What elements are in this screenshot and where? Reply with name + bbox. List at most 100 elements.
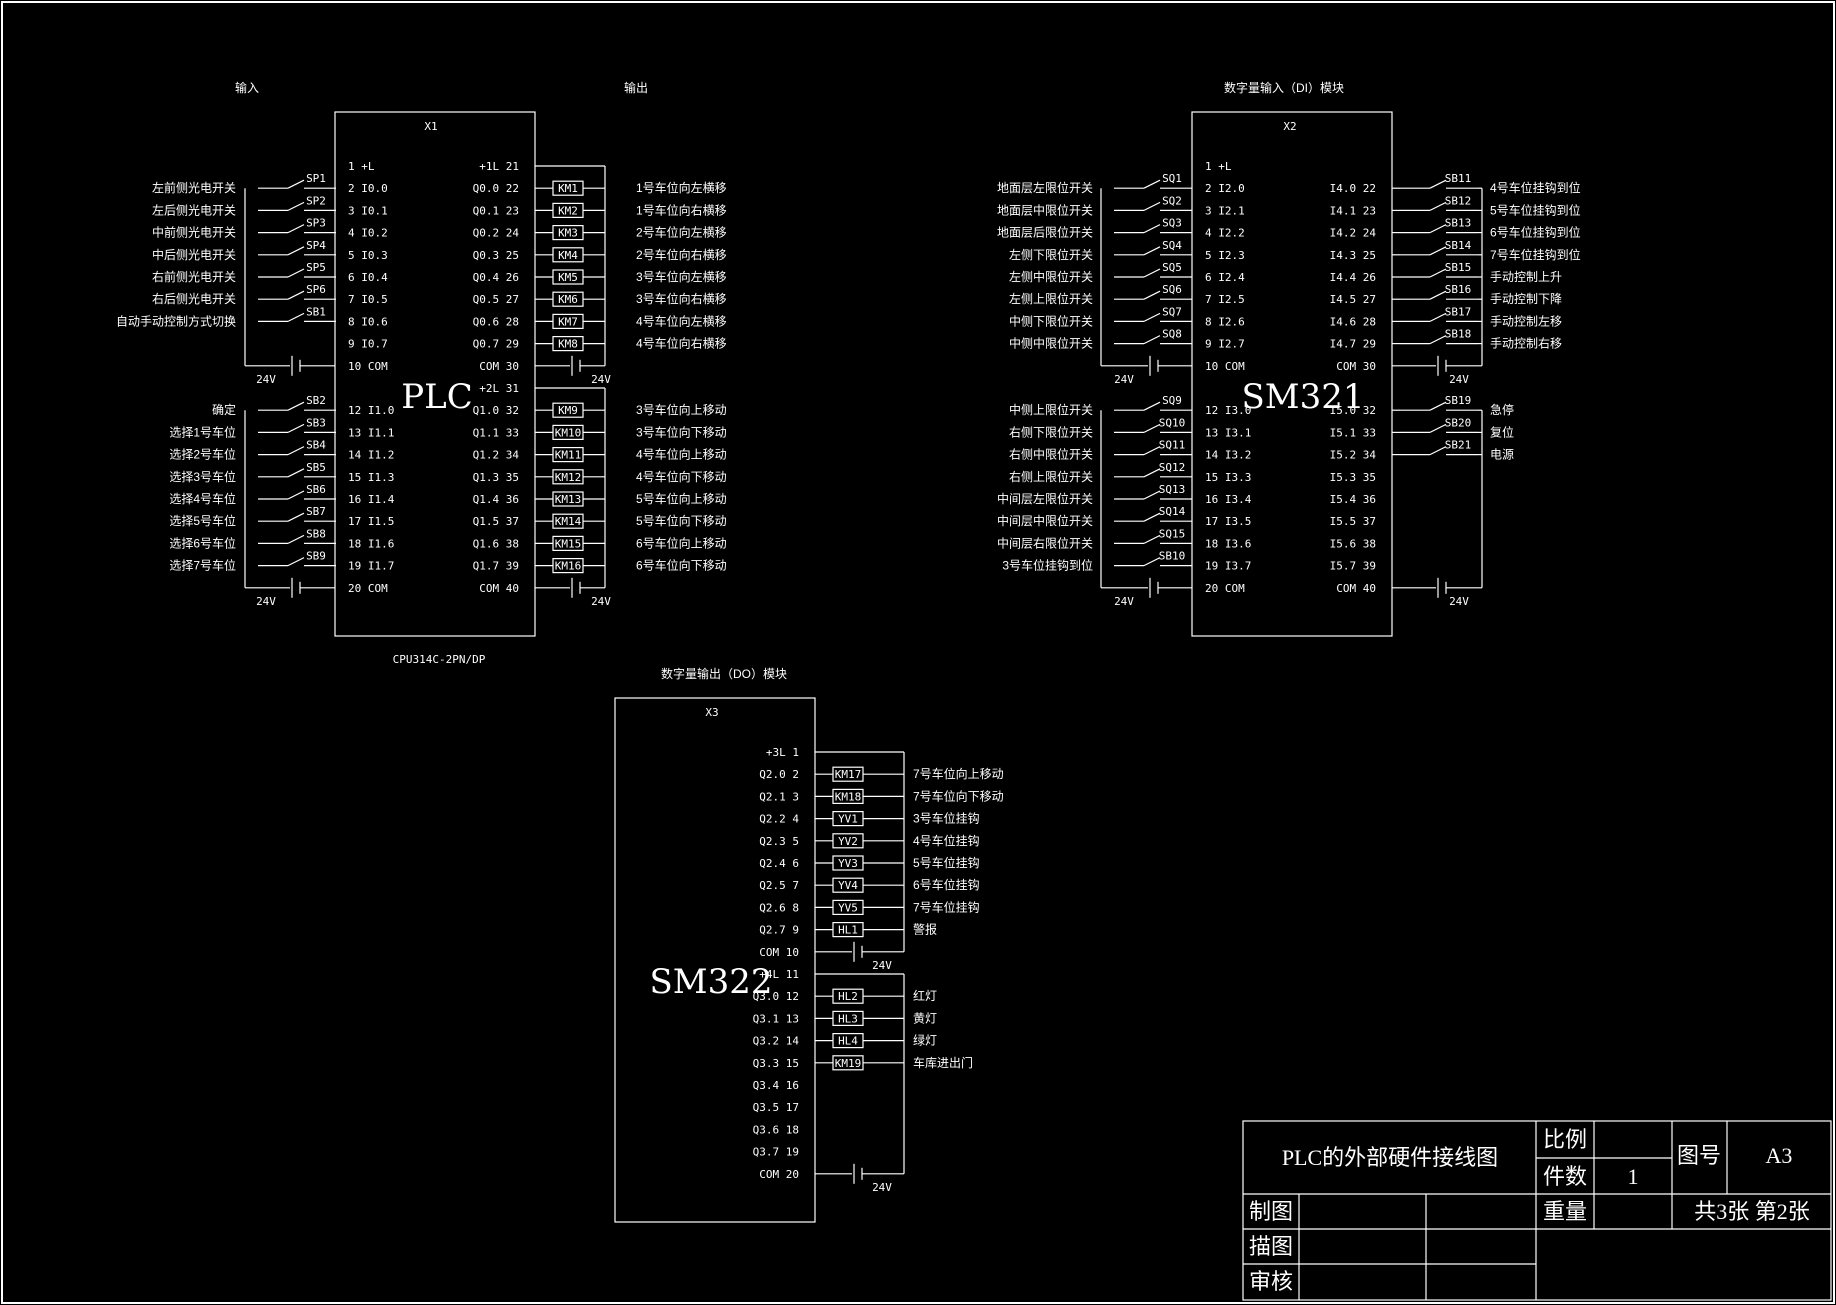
switch-tag: SQ8 — [1162, 328, 1182, 341]
drawn-label: 制图 — [1249, 1199, 1293, 1224]
coil-tag: KM14 — [555, 515, 582, 528]
wire — [287, 201, 305, 211]
plc-left-pin-label: 7 I0.5 — [348, 293, 388, 306]
input-description: 确定 — [212, 402, 236, 417]
output-description: 1号车位向左横移 — [636, 180, 727, 195]
input-description: 电源 — [1490, 448, 1514, 462]
plc-left-pin-label: 8 I0.6 — [348, 315, 388, 328]
weight-label: 重量 — [1543, 1199, 1587, 1224]
wire — [1143, 534, 1161, 544]
supply-24v: 24V — [591, 373, 611, 386]
switch-tag: SB20 — [1445, 416, 1472, 429]
input-description: 右侧中限位开关 — [1009, 447, 1093, 462]
wire — [287, 557, 305, 567]
input-description: 手动控制右移 — [1490, 336, 1562, 351]
plc-left-pin-label: 14 I1.2 — [348, 449, 394, 462]
coil-tag: HL1 — [838, 924, 858, 937]
wire — [1143, 290, 1161, 300]
switch-tag: SB12 — [1445, 194, 1472, 207]
sm321-left-pin-label: 5 I2.3 — [1205, 249, 1245, 262]
wire — [1143, 268, 1161, 278]
plc-left-pin-label: 3 I0.1 — [348, 204, 388, 217]
coil-tag: YV4 — [838, 879, 858, 892]
sm321-left-pin-label: 3 I2.1 — [1205, 204, 1245, 217]
input-description: 选择6号车位 — [169, 535, 236, 550]
wire — [287, 468, 305, 478]
coil-tag: KM7 — [558, 315, 578, 328]
sm322-connector-label: X3 — [705, 706, 718, 719]
traced-label: 描图 — [1249, 1234, 1293, 1259]
input-description: 右侧上限位开关 — [1009, 469, 1093, 484]
coil-tag: YV1 — [838, 813, 858, 826]
wire — [287, 446, 305, 456]
coil-tag: KM6 — [558, 293, 578, 306]
plc-right-pin-label: Q0.6 28 — [473, 315, 519, 328]
sm321-left-pin-label: 12 I3.0 — [1205, 404, 1251, 417]
sm321-left-pin-label: 8 I2.6 — [1205, 315, 1245, 328]
switch-tag: SB4 — [306, 439, 326, 452]
input-description: 左后侧光电开关 — [152, 202, 236, 217]
plc-left-pin-label: 16 I1.4 — [348, 493, 395, 506]
wire — [1429, 423, 1447, 433]
plc-left-pin-label: 18 I1.6 — [348, 537, 394, 550]
switch-tag: SB2 — [306, 394, 326, 407]
coil-tag: HL4 — [838, 1035, 858, 1048]
sm322-pin-label: Q3.4 16 — [753, 1079, 799, 1092]
coil-tag: KM11 — [555, 449, 582, 462]
sm321-left-pin-label: 19 I3.7 — [1205, 560, 1251, 573]
switch-tag: SB21 — [1445, 439, 1472, 452]
plc-connector-label: X1 — [424, 120, 437, 133]
sm322-pin-label: Q3.0 12 — [753, 990, 799, 1003]
sm321-connector-label: X2 — [1283, 120, 1296, 133]
sm321-left-pin-label: 1 +L — [1205, 160, 1232, 173]
switch-tag: SQ15 — [1159, 527, 1186, 540]
sm321-left-pin-label: 4 I2.2 — [1205, 227, 1245, 240]
wire — [287, 534, 305, 544]
count-value: 1 — [1628, 1164, 1639, 1189]
sm321-left-pin-label: 2 I2.0 — [1205, 182, 1245, 195]
wire — [1143, 179, 1161, 189]
switch-tag: SB13 — [1445, 217, 1472, 230]
wire — [1143, 335, 1161, 345]
do-module-heading: 数字量输出（DO）模块 — [661, 666, 787, 681]
output-description: 4号车位向下移动 — [636, 469, 727, 484]
wire — [1143, 246, 1161, 256]
wire — [1143, 512, 1161, 522]
switch-tag: SB7 — [306, 505, 326, 518]
input-description: 中间层右限位开关 — [997, 535, 1093, 550]
coil-tag: KM8 — [558, 338, 578, 351]
plc-right-pin-label: +1L 21 — [479, 160, 519, 173]
wire — [1429, 290, 1447, 300]
input-description: 选择3号车位 — [169, 469, 236, 484]
input-description: 选择5号车位 — [169, 513, 236, 528]
wire — [1429, 201, 1447, 211]
output-description: 2号车位向左横移 — [636, 225, 727, 240]
input-description: 左前侧光电开关 — [152, 180, 236, 195]
switch-tag: SB15 — [1445, 261, 1472, 274]
sm321-right-pin-label: I5.2 34 — [1330, 449, 1377, 462]
input-description: 3号车位挂钩到位 — [1002, 558, 1093, 573]
checked-label: 审核 — [1249, 1269, 1293, 1294]
output-description: 警报 — [913, 922, 937, 937]
switch-tag: SB16 — [1445, 283, 1472, 296]
sm321-left-pin-label: 9 I2.7 — [1205, 338, 1245, 351]
input-description: 6号车位挂钩到位 — [1490, 225, 1581, 240]
plc-left-pin-label: 9 I0.7 — [348, 338, 388, 351]
sm321-left-pin-label: 7 I2.5 — [1205, 293, 1245, 306]
sm322-module-name: SM322 — [649, 962, 772, 1002]
sm321-right-pin-label: I4.2 24 — [1330, 227, 1377, 240]
coil-tag: KM1 — [558, 182, 578, 195]
coil-tag: KM3 — [558, 227, 578, 240]
plc-left-pin-label: 17 I1.5 — [348, 515, 394, 528]
di-module-heading: 数字量输入（DI）模块 — [1224, 80, 1344, 95]
input-description: 左侧中限位开关 — [1009, 269, 1093, 284]
sm322-pin-label: Q3.6 18 — [753, 1123, 799, 1136]
input-description: 选择4号车位 — [169, 491, 236, 506]
wire — [287, 512, 305, 522]
switch-tag: SQ13 — [1159, 483, 1186, 496]
sm321-left-pin-label: 6 I2.4 — [1205, 271, 1245, 284]
sm321-module-name: SM321 — [1241, 377, 1364, 417]
coil-tag: KM15 — [555, 537, 582, 550]
